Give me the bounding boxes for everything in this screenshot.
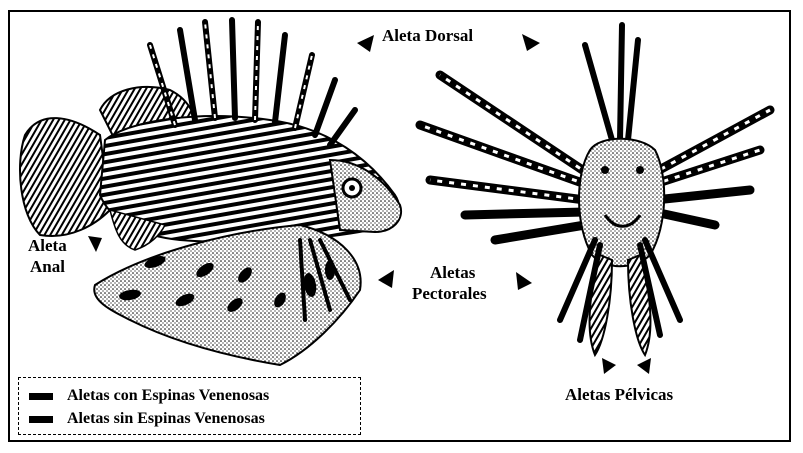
legend: Aletas con Espinas Venenosas Aletas sin … [18, 377, 361, 435]
legend-item-venomous: Aletas con Espinas Venenosas [29, 386, 269, 406]
side-view-lionfish [20, 20, 401, 365]
label-dorsal-fin: Aleta Dorsal [382, 27, 473, 45]
label-pectoral-fins-line2: Pectorales [412, 285, 487, 303]
arrow-pectoral-left [378, 270, 394, 288]
legend-swatch-non-venomous [29, 416, 53, 423]
legend-label-non-venomous: Aletas sin Espinas Venenosas [67, 410, 265, 428]
arrow-dorsal-left [357, 35, 374, 52]
label-anal-fin-line2: Anal [30, 258, 65, 276]
label-pelvic-fins: Aletas Pélvicas [565, 386, 673, 404]
front-view-lionfish [420, 25, 770, 355]
arrow-pectoral-right [516, 272, 532, 290]
arrow-anal [88, 236, 102, 252]
front-dorsal-spines [585, 25, 638, 140]
fish-head [330, 160, 401, 232]
arrow-pelvic-left [602, 358, 616, 374]
legend-item-non-venomous: Aletas sin Espinas Venenosas [29, 409, 265, 429]
caudal-fin [20, 118, 110, 236]
arrow-pelvic-right [637, 358, 651, 374]
label-anal-fin-line1: Aleta [28, 237, 67, 255]
arrow-dorsal-right [522, 34, 540, 51]
label-pectoral-fins-line1: Aletas [430, 264, 475, 282]
legend-label-venomous: Aletas con Espinas Venenosas [67, 387, 269, 405]
legend-swatch-venomous [29, 393, 53, 400]
front-pectoral-rays-left [420, 75, 590, 240]
